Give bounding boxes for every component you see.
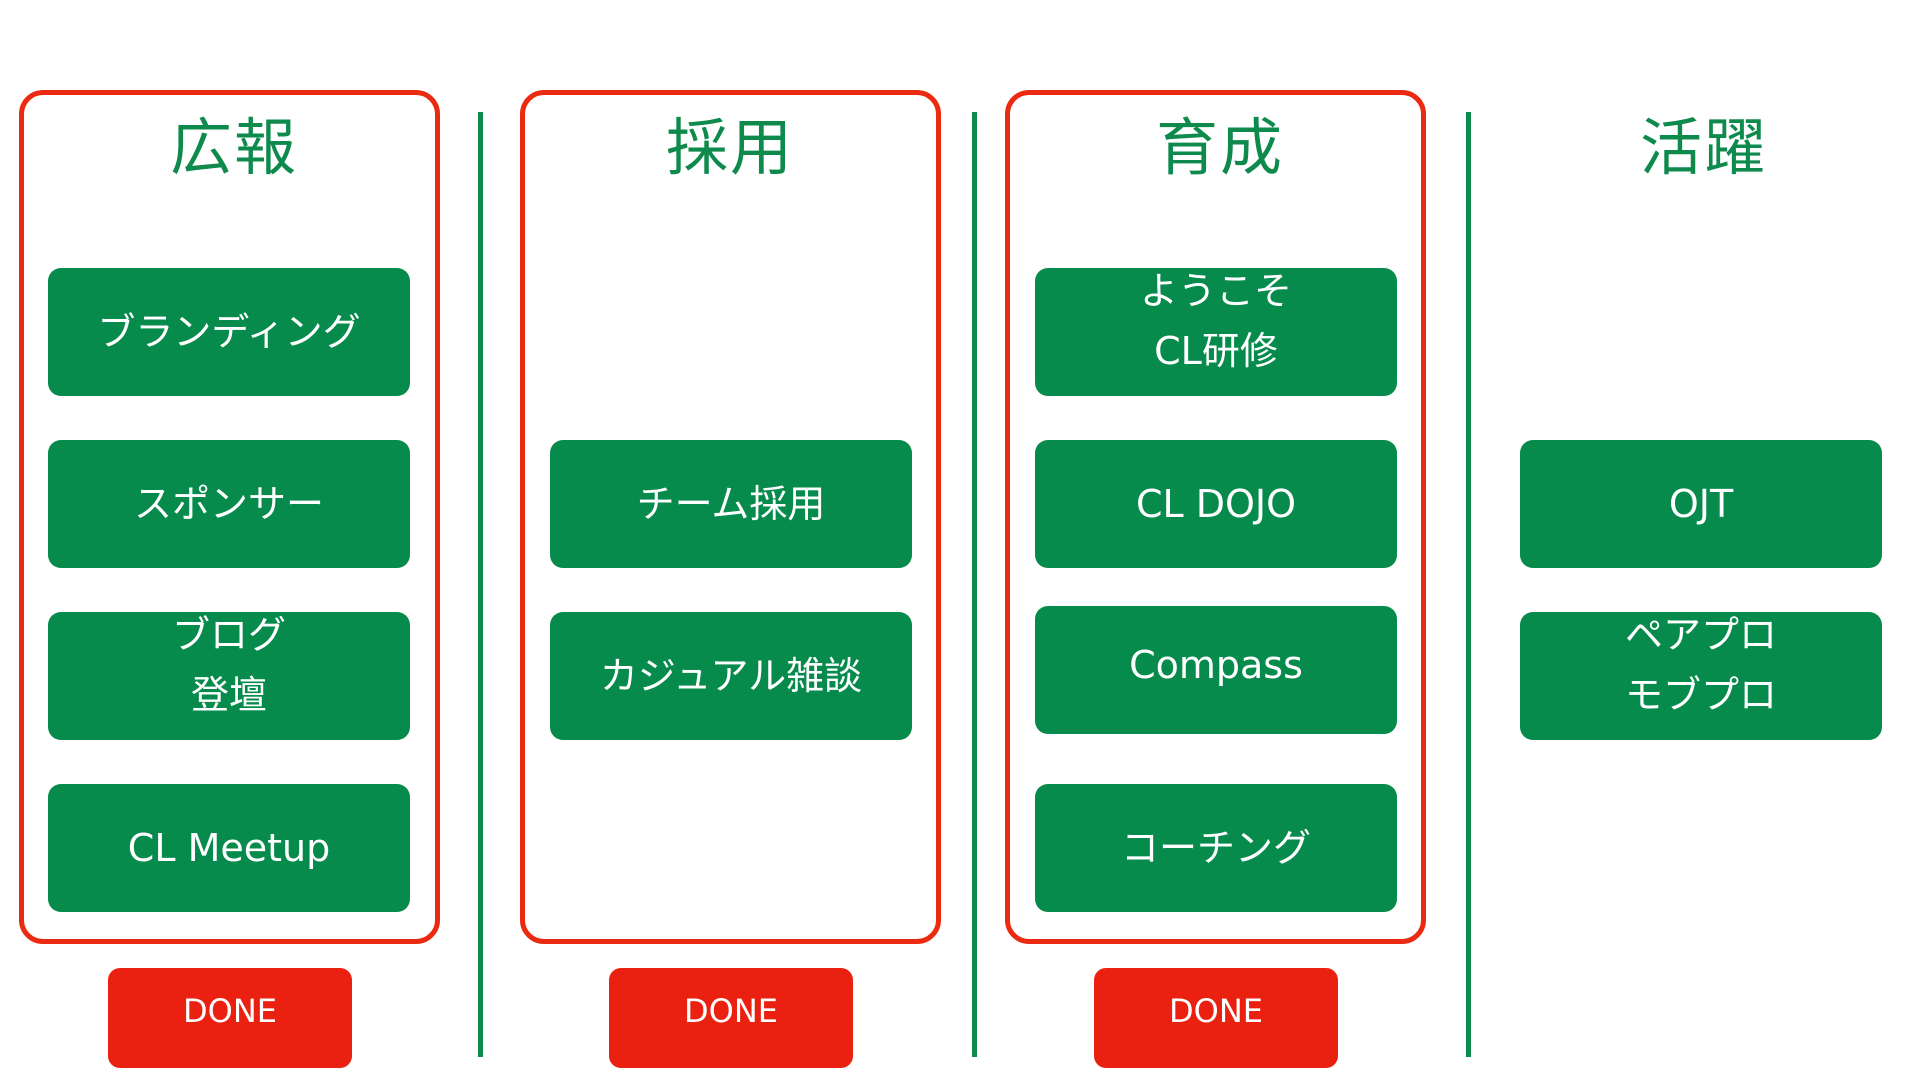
done-badge-saiyou: DONE <box>609 968 853 1068</box>
card-label: コーチング <box>1120 826 1311 870</box>
card-label-line-2: CL研修 <box>1154 329 1278 373</box>
column-title-ikusei: 育成 <box>1155 111 1284 184</box>
card-label-line-1: ペアプロ <box>1624 613 1777 657</box>
card-label-line-1: ブログ <box>171 613 286 657</box>
card-label-line-1: ようこそ <box>1139 269 1292 313</box>
card-cl-meetup[interactable]: CL Meetup <box>48 784 410 912</box>
card-team-recruiting[interactable]: チーム採用 <box>550 440 912 568</box>
card-label: チーム採用 <box>636 482 826 526</box>
card-label: OJT <box>1668 482 1734 526</box>
column-divider-2 <box>972 112 977 1057</box>
column-divider-3 <box>1466 112 1471 1057</box>
column-title-katsuyaku: 活躍 <box>1639 111 1768 184</box>
card-label: スポンサー <box>133 482 324 526</box>
done-badge-kouhou: DONE <box>108 968 352 1068</box>
column-divider-1 <box>478 112 483 1057</box>
card-welcome-cl-training[interactable]: ようこそ CL研修 <box>1035 268 1397 396</box>
card-coaching[interactable]: コーチング <box>1035 784 1397 912</box>
card-label: ブランディング <box>97 310 361 354</box>
card-label-line-2: 登壇 <box>190 673 267 717</box>
card-label: Compass <box>1129 643 1303 687</box>
card-pair-mob-programming[interactable]: ペアプロ モブプロ <box>1520 612 1882 740</box>
column-frame-ikusei <box>1005 90 1426 944</box>
column-title-saiyou: 採用 <box>665 111 794 184</box>
column-frame-kouhou <box>19 90 440 944</box>
card-cl-dojo[interactable]: CL DOJO <box>1035 440 1397 568</box>
column-frame-saiyou <box>520 90 941 944</box>
done-badge-ikusei: DONE <box>1094 968 1338 1068</box>
card-label: CL DOJO <box>1135 482 1297 526</box>
column-title-kouhou: 広報 <box>169 111 298 184</box>
card-blog-speaking[interactable]: ブログ 登壇 <box>48 612 410 740</box>
card-label: CL Meetup <box>127 826 331 870</box>
card-compass[interactable]: Compass <box>1035 606 1397 734</box>
card-sponsor[interactable]: スポンサー <box>48 440 410 568</box>
card-label-line-2: モブプロ <box>1624 673 1777 717</box>
card-casual-chat[interactable]: カジュアル雑談 <box>550 612 912 740</box>
card-label: カジュアル雑談 <box>599 654 863 698</box>
card-ojt[interactable]: OJT <box>1520 440 1882 568</box>
card-branding[interactable]: ブランディング <box>48 268 410 396</box>
